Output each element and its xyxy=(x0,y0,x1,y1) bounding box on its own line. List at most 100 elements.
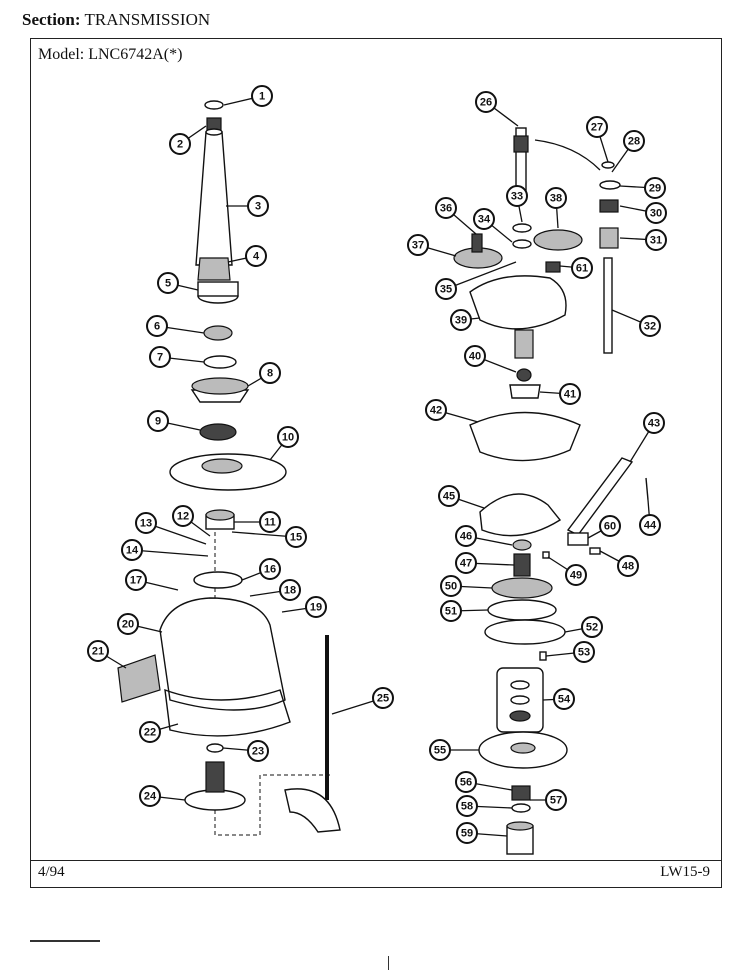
callout-9: 9 xyxy=(147,410,169,432)
callout-50: 50 xyxy=(440,575,462,597)
part-33-washer xyxy=(512,223,532,233)
part-45-cone xyxy=(479,493,562,537)
part-23-ring xyxy=(206,743,224,753)
callout-label-51: 51 xyxy=(445,606,457,618)
part-8-hub-top xyxy=(191,377,249,395)
callout-circle-27 xyxy=(586,116,608,138)
callout-circle-2 xyxy=(169,133,191,155)
part-41-cam xyxy=(509,384,541,399)
callout-15: 15 xyxy=(285,526,307,548)
callout-circle-44 xyxy=(639,514,661,536)
callout-43: 43 xyxy=(643,412,665,434)
part-29-washer xyxy=(599,180,621,190)
callout-label-46: 46 xyxy=(460,531,472,543)
callout-circle-35 xyxy=(435,278,457,300)
callout-circle-39 xyxy=(450,309,472,331)
part-34-washer xyxy=(512,239,532,249)
callout-label-21: 21 xyxy=(92,646,104,658)
callout-21: 21 xyxy=(87,640,109,662)
callout-25: 25 xyxy=(372,687,394,709)
callout-circle-60 xyxy=(599,515,621,537)
part-32-shaft xyxy=(603,257,613,354)
callout-circle-15 xyxy=(285,526,307,548)
callout-label-7: 7 xyxy=(157,352,163,364)
callout-54: 54 xyxy=(553,688,575,710)
callout-label-20: 20 xyxy=(122,619,134,631)
callout-label-8: 8 xyxy=(267,368,273,380)
callout-label-40: 40 xyxy=(469,351,481,363)
callout-label-13: 13 xyxy=(140,518,152,530)
callout-label-57: 57 xyxy=(550,795,562,807)
callout-label-38: 38 xyxy=(550,193,562,205)
callout-circle-32 xyxy=(639,315,661,337)
callout-circle-37 xyxy=(407,234,429,256)
part-21-block xyxy=(117,654,161,703)
callout-49: 49 xyxy=(565,564,587,586)
callout-circle-47 xyxy=(455,552,477,574)
callout-circle-3 xyxy=(247,195,269,217)
callout-61: 61 xyxy=(571,257,593,279)
part-61-clip xyxy=(545,261,561,273)
diagram-frame xyxy=(30,38,722,888)
callout-label-36: 36 xyxy=(440,203,452,215)
callout-label-31: 31 xyxy=(650,235,662,247)
callout-label-56: 56 xyxy=(460,777,472,789)
section-label: Section: xyxy=(22,10,81,29)
part-53-screw xyxy=(539,651,547,661)
callout-label-26: 26 xyxy=(480,97,492,109)
callout-label-59: 59 xyxy=(461,828,473,840)
part-4-tube-base xyxy=(197,257,231,281)
part-59-ring-2 xyxy=(510,695,530,705)
callout-label-50: 50 xyxy=(445,581,457,593)
part-7-ring xyxy=(203,355,237,369)
callout-label-54: 54 xyxy=(558,694,571,706)
part-5-seal-body xyxy=(197,281,239,297)
part-30-bushing xyxy=(599,199,619,213)
callout-label-16: 16 xyxy=(264,564,276,576)
callout-label-29: 29 xyxy=(649,183,661,195)
callout-label-6: 6 xyxy=(154,321,160,333)
callout-circle-23 xyxy=(247,740,269,762)
callout-circle-34 xyxy=(473,208,495,230)
model-line: Model: LNC6742A(*) xyxy=(38,46,182,64)
part-50-pulley xyxy=(491,577,553,599)
callout-circle-14 xyxy=(121,539,143,561)
callout-label-34: 34 xyxy=(478,214,491,226)
callout-35: 35 xyxy=(435,278,457,300)
callout-circle-29 xyxy=(644,177,666,199)
callout-label-4: 4 xyxy=(253,251,260,263)
callout-circle-59 xyxy=(456,822,478,844)
callout-circle-45 xyxy=(438,485,460,507)
callout-circle-41 xyxy=(559,383,581,405)
part-58-bushing-top xyxy=(506,821,534,831)
callout-37: 37 xyxy=(407,234,429,256)
part-3-tube-top xyxy=(205,128,223,136)
part-36-pinion xyxy=(471,233,483,253)
callout-circle-13 xyxy=(135,512,157,534)
callout-label-42: 42 xyxy=(430,405,442,417)
callout-leader-14 xyxy=(131,549,209,557)
callout-circle-56 xyxy=(455,771,477,793)
callout-53: 53 xyxy=(573,641,595,663)
callout-circle-1 xyxy=(251,85,273,107)
callout-circle-46 xyxy=(455,525,477,547)
part-46-bushing xyxy=(512,539,532,551)
callout-circle-24 xyxy=(139,785,161,807)
callout-circle-6 xyxy=(146,315,168,337)
callout-label-47: 47 xyxy=(460,558,472,570)
callout-label-18: 18 xyxy=(284,585,296,597)
callout-label-43: 43 xyxy=(648,418,660,430)
callout-label-41: 41 xyxy=(564,389,576,401)
callout-circle-18 xyxy=(279,579,301,601)
callout-56: 56 xyxy=(455,771,477,793)
callout-circle-19 xyxy=(305,596,327,618)
part-24-shaft xyxy=(205,761,225,793)
callout-circle-12 xyxy=(172,505,194,527)
part-44-screw xyxy=(645,477,649,501)
callout-circle-55 xyxy=(429,739,451,761)
part-59-bearing xyxy=(509,710,531,722)
callout-13: 13 xyxy=(135,512,157,534)
callout-label-10: 10 xyxy=(282,432,294,444)
callout-19: 19 xyxy=(305,596,327,618)
callout-5: 5 xyxy=(157,272,179,294)
